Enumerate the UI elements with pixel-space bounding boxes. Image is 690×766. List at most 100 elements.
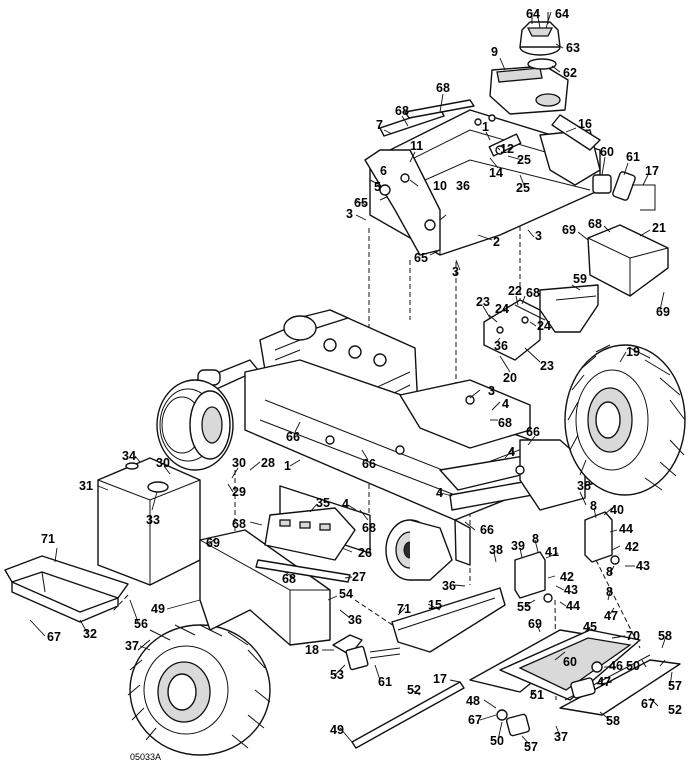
callout-label: 51 (530, 688, 544, 702)
callout-label: 40 (610, 503, 624, 517)
callout-label: 71 (397, 602, 411, 616)
callout-label: 62 (563, 66, 577, 80)
callout-label: 38 (577, 479, 591, 493)
callout-label: 68 (362, 521, 376, 535)
hydraulic-pump-part (385, 519, 471, 581)
callout-label: 8 (606, 565, 613, 579)
callout-label: 36 (494, 339, 508, 353)
callout-label: 31 (79, 479, 93, 493)
floor-plate-part (469, 629, 681, 716)
callout-label: 12 (500, 142, 514, 156)
callout-label: 42 (560, 570, 574, 584)
callout-label: 24 (537, 319, 551, 333)
callout-label: 66 (362, 457, 376, 471)
callout-label: 35 (316, 496, 330, 510)
callout-label: 25 (517, 153, 531, 167)
callout-label: 6 (380, 164, 387, 178)
callout-label: 30 (156, 456, 170, 470)
callout-label: 47 (604, 609, 618, 623)
right-panel-part (539, 224, 669, 333)
callout-label: 50 (626, 659, 640, 673)
callout-label: 67 (468, 713, 482, 727)
callout-label: 5 (374, 180, 381, 194)
callout-label: 17 (645, 164, 659, 178)
callout-label: 69 (528, 617, 542, 631)
callout-label: 19 (626, 345, 640, 359)
cup-holder-part (519, 12, 561, 56)
callout-label: 58 (658, 629, 672, 643)
callout-label: 28 (261, 456, 275, 470)
callout-label: 20 (503, 371, 517, 385)
callout-label: 16 (578, 117, 592, 131)
callout-label: 8 (532, 532, 539, 546)
upper-frame-part (364, 99, 601, 256)
callout-label: 50 (490, 734, 504, 748)
callout-label: 47 (597, 675, 611, 689)
floor-pan-part (391, 587, 506, 653)
leader-lines (29, 11, 673, 746)
callout-label: 23 (540, 359, 554, 373)
callout-label: 64 (526, 7, 540, 21)
callout-label: 24 (495, 302, 509, 316)
callout-label: 34 (122, 449, 136, 463)
callout-label: 49 (330, 723, 344, 737)
callout-label: 3 (346, 207, 353, 221)
callout-label: 32 (83, 627, 97, 641)
callout-labels: 64 64 63 9 62 68 68 7 16 1 11 12 6 10 36… (41, 7, 682, 754)
callout-label: 61 (626, 150, 640, 164)
callout-label: 55 (517, 600, 531, 614)
callout-label: 60 (563, 655, 577, 669)
callout-label: 44 (619, 522, 633, 536)
callout-label: 21 (652, 221, 666, 235)
callout-label: 26 (358, 546, 372, 560)
callout-label: 37 (554, 730, 568, 744)
rear-right-tire-part (564, 344, 686, 496)
callout-label: 25 (516, 181, 530, 195)
callout-label: 7 (376, 118, 383, 132)
callout-label: 4 (502, 397, 509, 411)
callout-label: 3 (488, 384, 495, 398)
callout-label: 63 (566, 41, 580, 55)
callout-label: 68 (395, 104, 409, 118)
callout-label: 36 (348, 613, 362, 627)
left-fender-part (199, 529, 331, 646)
callout-label: 43 (636, 559, 650, 573)
callout-label: 10 (433, 179, 447, 193)
callout-label: 71 (41, 532, 55, 546)
callout-label: 54 (339, 587, 353, 601)
callout-label: 66 (526, 425, 540, 439)
callout-label: 8 (606, 585, 613, 599)
callout-label: 61 (378, 675, 392, 689)
callout-label: 36 (442, 579, 456, 593)
callout-label: 42 (625, 540, 639, 554)
callout-label: 58 (606, 714, 620, 728)
seat-mount-bracket (483, 299, 546, 361)
callout-label: 69 (206, 536, 220, 550)
strip-bracket-part (255, 559, 351, 583)
callout-label: 68 (436, 81, 450, 95)
callout-label: 11 (410, 139, 423, 153)
callout-label: 9 (491, 45, 498, 59)
callout-label: 57 (524, 740, 538, 754)
callout-label: 22 (508, 284, 522, 298)
callout-label: 64 (555, 7, 569, 21)
callout-label: 36 (456, 179, 470, 193)
callout-label: 29 (232, 485, 246, 499)
callout-label: 67 (641, 697, 655, 711)
callout-label: 48 (466, 694, 480, 708)
callout-label: 45 (583, 620, 597, 634)
callout-label: 68 (526, 286, 540, 300)
callout-label: 53 (330, 668, 344, 682)
callout-label: 65 (354, 196, 368, 210)
callout-label: 39 (511, 539, 525, 553)
callout-label: 46 (609, 659, 623, 673)
callout-label: 17 (433, 672, 447, 686)
callout-label: 59 (573, 272, 587, 286)
callout-label: 14 (489, 166, 503, 180)
lower-bracket-parts (332, 634, 401, 671)
callout-label: 68 (498, 416, 512, 430)
callout-label: 4 (436, 486, 443, 500)
callout-label: 1 (284, 459, 291, 473)
callout-label: 3 (535, 229, 542, 243)
